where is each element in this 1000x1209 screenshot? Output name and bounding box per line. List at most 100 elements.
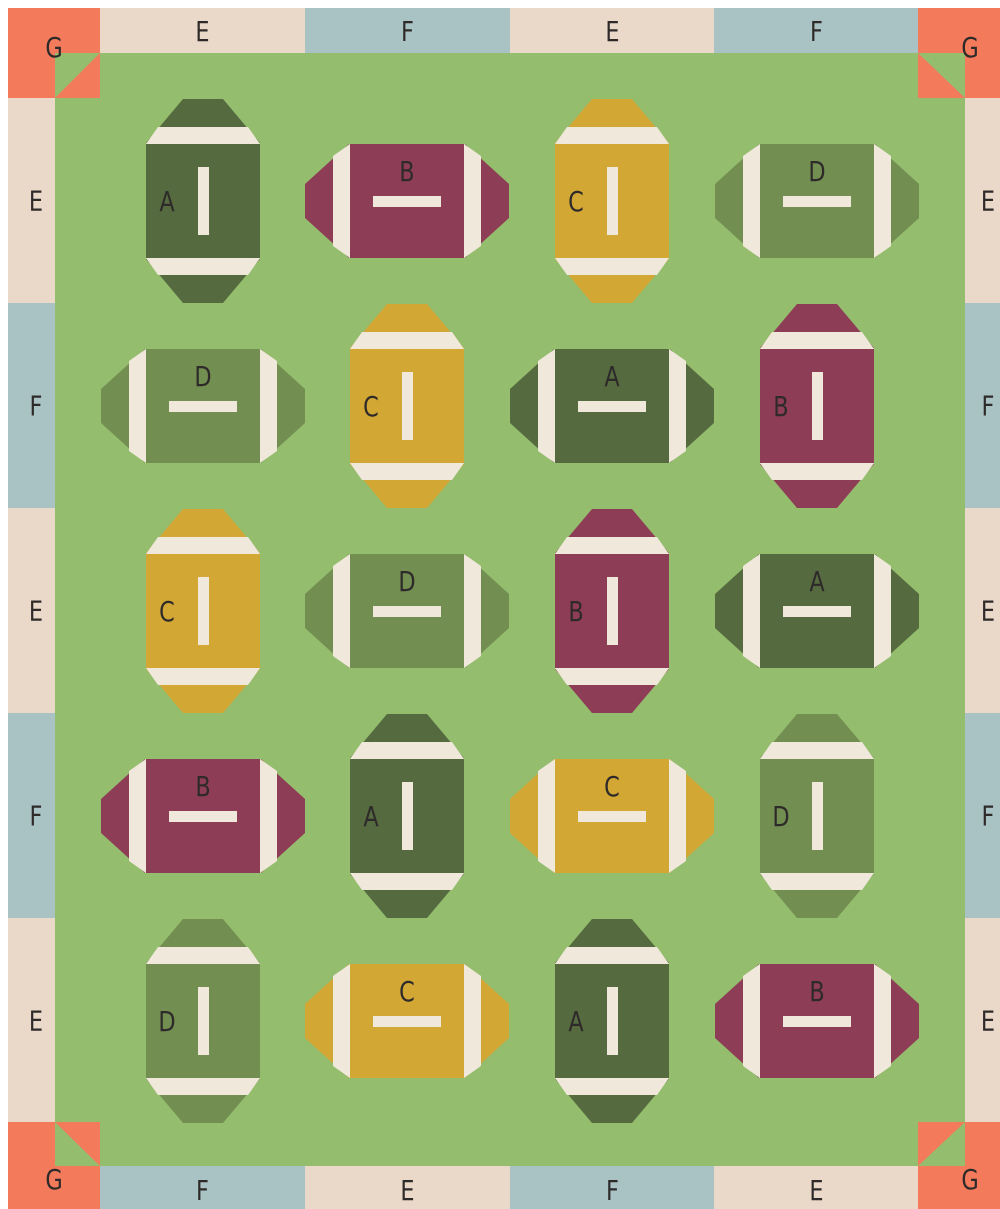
football-stripe bbox=[555, 258, 669, 275]
football-stripe bbox=[555, 1078, 669, 1095]
football-block-c: C bbox=[510, 759, 714, 873]
border-right-label: E bbox=[981, 1004, 995, 1037]
football-lace bbox=[578, 401, 646, 412]
football-stripe bbox=[743, 144, 760, 258]
football-stripe bbox=[555, 127, 669, 144]
football-block-d: D bbox=[101, 349, 305, 463]
football-stripe bbox=[760, 463, 874, 480]
football-lace bbox=[783, 196, 851, 207]
football-block-a: A bbox=[510, 349, 714, 463]
football-block-d: D bbox=[146, 919, 260, 1123]
border-top-label: F bbox=[810, 14, 823, 47]
border-right-label: E bbox=[981, 594, 995, 627]
football-label: A bbox=[159, 184, 175, 217]
football-stripe bbox=[874, 144, 891, 258]
football-label: D bbox=[808, 154, 825, 187]
football-stripe bbox=[464, 964, 481, 1078]
football-label: C bbox=[568, 184, 584, 217]
football-stripe bbox=[760, 742, 874, 759]
football-label: D bbox=[398, 564, 415, 597]
football-block-a: A bbox=[350, 714, 464, 918]
football-stripe bbox=[333, 144, 350, 258]
football-stripe bbox=[669, 349, 686, 463]
football-stripe bbox=[464, 144, 481, 258]
football-stripe bbox=[743, 964, 760, 1078]
border-left-label: E bbox=[29, 184, 43, 217]
football-block-d: D bbox=[715, 144, 919, 258]
football-lace bbox=[198, 577, 209, 645]
football-lace bbox=[402, 372, 413, 440]
football-lace bbox=[607, 987, 618, 1055]
football-stripe bbox=[146, 1078, 260, 1095]
football-stripe bbox=[538, 759, 555, 873]
football-label: A bbox=[568, 1004, 584, 1037]
football-lace bbox=[169, 811, 237, 822]
border-bottom-label: E bbox=[400, 1173, 414, 1206]
football-label: D bbox=[194, 359, 211, 392]
football-label: C bbox=[159, 594, 175, 627]
football-label: C bbox=[363, 389, 379, 422]
football-label: D bbox=[158, 1004, 175, 1037]
football-block-a: A bbox=[555, 919, 669, 1123]
football-stripe bbox=[146, 258, 260, 275]
football-label: A bbox=[604, 359, 620, 392]
football-stripe bbox=[333, 964, 350, 1078]
football-label: B bbox=[809, 974, 824, 1007]
football-block-b: B bbox=[101, 759, 305, 873]
border-bottom-label: F bbox=[196, 1173, 209, 1206]
football-stripe bbox=[333, 554, 350, 668]
football-stripe bbox=[464, 554, 481, 668]
football-stripe bbox=[129, 349, 146, 463]
football-block-b: B bbox=[555, 509, 669, 713]
border-top-label: F bbox=[401, 14, 414, 47]
football-lace bbox=[373, 1016, 441, 1027]
football-block-b: B bbox=[715, 964, 919, 1078]
football-label: A bbox=[809, 564, 825, 597]
football-lace bbox=[783, 1016, 851, 1027]
football-label: C bbox=[604, 769, 620, 802]
football-stripe bbox=[260, 759, 277, 873]
football-stripe bbox=[350, 742, 464, 759]
football-lace bbox=[607, 167, 618, 235]
football-block-d: D bbox=[305, 554, 509, 668]
border-corner-label: G bbox=[45, 1162, 62, 1195]
football-label: C bbox=[399, 974, 415, 1007]
border-left-label: F bbox=[30, 389, 43, 422]
football-lace bbox=[812, 372, 823, 440]
football-lace bbox=[607, 577, 618, 645]
football-stripe bbox=[350, 332, 464, 349]
football-stripe bbox=[146, 537, 260, 554]
football-lace bbox=[198, 167, 209, 235]
football-block-b: B bbox=[760, 304, 874, 508]
football-lace bbox=[578, 811, 646, 822]
football-label: B bbox=[195, 769, 210, 802]
border-right-label: F bbox=[982, 799, 995, 832]
football-stripe bbox=[350, 463, 464, 480]
football-block-a: A bbox=[715, 554, 919, 668]
football-stripe bbox=[555, 537, 669, 554]
football-lace bbox=[373, 606, 441, 617]
football-stripe bbox=[874, 554, 891, 668]
border-top-label: E bbox=[605, 14, 619, 47]
football-lace bbox=[402, 782, 413, 850]
football-stripe bbox=[743, 554, 760, 668]
football-lace bbox=[198, 987, 209, 1055]
football-lace bbox=[169, 401, 237, 412]
football-block-c: C bbox=[146, 509, 260, 713]
border-bottom-label: F bbox=[606, 1173, 619, 1206]
football-lace bbox=[812, 782, 823, 850]
football-label: B bbox=[773, 389, 788, 422]
football-stripe bbox=[146, 947, 260, 964]
football-block-b: B bbox=[305, 144, 509, 258]
football-block-d: D bbox=[760, 714, 874, 918]
football-stripe bbox=[760, 873, 874, 890]
football-label: B bbox=[568, 594, 583, 627]
border-right-label: E bbox=[981, 184, 995, 217]
football-block-c: C bbox=[555, 99, 669, 303]
football-block-c: C bbox=[305, 964, 509, 1078]
football-lace bbox=[783, 606, 851, 617]
football-stripe bbox=[555, 668, 669, 685]
football-stripe bbox=[129, 759, 146, 873]
football-label: B bbox=[399, 154, 414, 187]
